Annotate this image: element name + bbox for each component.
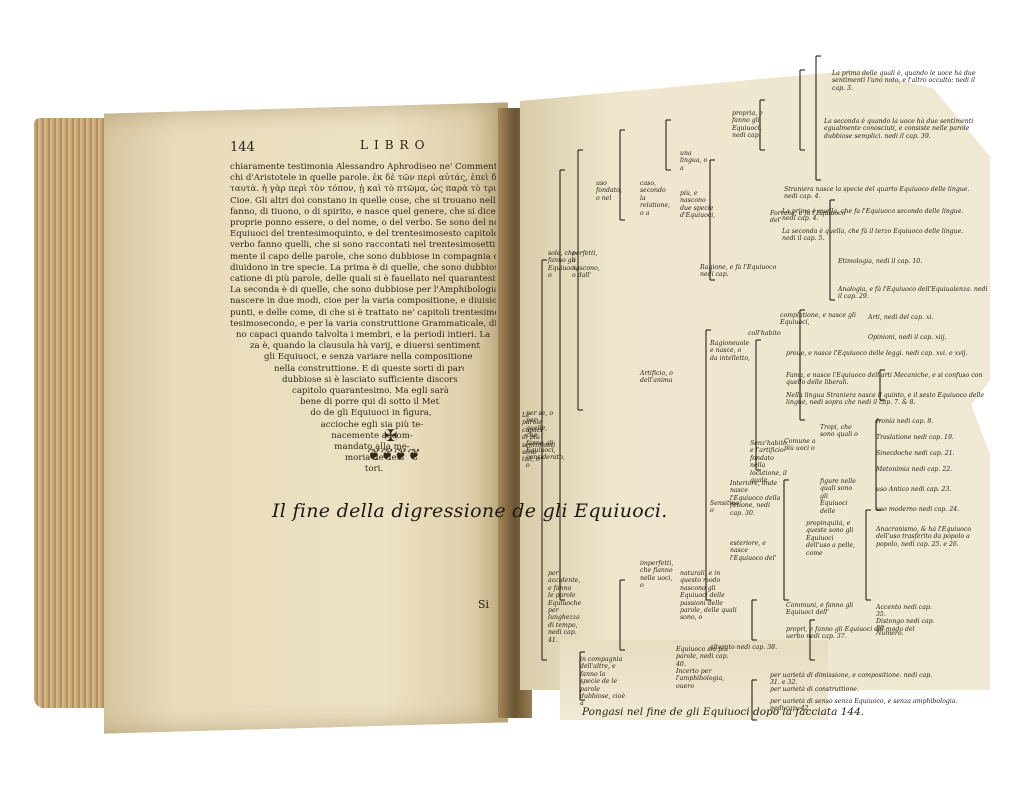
tree-leaf-label: Straniera nasce la specie del quarto Equ… — [784, 186, 970, 201]
tree-branch-label: Senz'habito, e l'artificio fondato nella… — [750, 440, 789, 485]
tree-leaf-label: Arti, nedi del cap. xi. — [868, 314, 934, 321]
foldout-footer: Pongasi nel fine de gli Equiuoci dopo la… — [582, 706, 865, 718]
text-line: Cioe. Gli altri doi constano in quelle c… — [230, 195, 496, 206]
text-line: dubbiose si è lasciato sufficiente disco… — [282, 374, 458, 385]
tree-leaf-label: per uarietà di senso senza Equiuoco, e s… — [770, 698, 958, 713]
text-line: gli Equiuoci, e senza variare nella comp… — [264, 352, 472, 363]
tree-branch-label: per accidente, e fanno le parole Equiuoc… — [548, 570, 582, 644]
tree-leaf-label: Sinecdoche nedi cap. 21. — [876, 450, 955, 457]
tree-branch-label: sole, che fanno gli Equiuoci, o — [548, 250, 578, 280]
text-line: bene di porre qui di sotto il Metho- — [300, 397, 440, 408]
tree-leaf-label: La seconda è quando la uoce hà due senti… — [824, 118, 974, 140]
tree-branch-label: perfetti, o nascono, o dall' — [572, 250, 600, 280]
tree-branch-label: una lingua, o a — [680, 150, 708, 172]
text-line: diuidono in tre specie. La prima è di qu… — [230, 262, 496, 273]
page-number: 144 — [230, 140, 255, 155]
tree-leaf-label: Comune a più uoci o — [784, 438, 816, 453]
tree-branch-label: esteriore, e nasce l'Equiuoco del' — [730, 540, 777, 562]
text-line: mandato alla me- — [334, 442, 410, 453]
tree-leaf-label: Ironia nedi cap. 8. — [876, 418, 934, 425]
tree-leaf-label: uso Antico nedi cap. 23. — [876, 486, 952, 493]
text-line: proprie ponno essere, o del nome, o del … — [230, 218, 496, 229]
tree-leaf-label: Numero. — [876, 630, 904, 637]
tree-branch-label: Ragioneuole e nasce, o da intelletto, — [710, 340, 751, 362]
tree-leaf-label: Traslatione nedi cap. 19. — [876, 434, 954, 441]
tree-leaf-label: Communi, e fanno gli Equiuoci dell' — [786, 602, 854, 617]
tree-leaf-label: Opinioni, nedi il cap. xiij. — [868, 334, 947, 341]
text-line: chi d'Aristotele in quelle parole. ἐκ δὲ… — [230, 173, 496, 184]
text-line: za è, quando la clausula hà varij, e diu… — [250, 341, 480, 352]
running-head: LIBRO — [360, 138, 431, 152]
tree-leaf-label: per uarietà di dimissione, e composition… — [770, 672, 933, 687]
cross-ornament-icon: ✠ — [384, 426, 398, 445]
tree-branch-label: naturali, e in questo modo nascono gli E… — [680, 570, 737, 622]
foldout-lower-flap — [560, 640, 828, 720]
tree-branch-label: in compagnia dell'altre, e fanno la spec… — [580, 656, 626, 708]
tree-branch-label: Equiuoco sia più parole, nedi cap. 40. — [676, 646, 729, 668]
text-line: chiaramente testimonia Alessandro Aphrod… — [230, 162, 496, 172]
tree-leaf-label: per uarietà di construttione. — [770, 686, 859, 693]
tree-branch-label: Interiore, onde nasce l'Equiuoco della f… — [730, 480, 781, 517]
tree-branch-label: coll'habito — [748, 330, 781, 337]
tree-leaf-label: figure nelle quali sono gli Equiuoci del… — [820, 478, 856, 515]
finis-heading: Il fine della digressione de gli Equiuoc… — [272, 500, 668, 522]
tree-branch-label: Incerto per l'amphibologia, ouero — [676, 668, 725, 690]
catchword: Si — [478, 598, 490, 611]
tree-leaf-label: La seconda è quella, che fà il terzo Equ… — [782, 228, 964, 243]
text-line: capitolo quarantesimo. Ma egli sarà — [292, 386, 448, 397]
tree-leaf-label: Anacronismo, & hà l'Equiuoco dell'uso tr… — [876, 526, 972, 548]
tree-leaf-label: propinquità, e queste sono gli Equiuoci … — [806, 520, 855, 557]
foldout-sheet — [520, 70, 990, 690]
text-line: tesimosecondo, e per la varia construtti… — [230, 318, 496, 329]
text-line: moria de' let- — [345, 453, 403, 464]
text-line: verbo fanno quelli, che si sono racconta… — [230, 240, 496, 251]
text-line: mente il capo delle parole, che sono dub… — [230, 251, 496, 262]
tree-leaf-label: Nella lingua Straniera nasce il quinto, … — [786, 392, 985, 407]
text-line: accioche egli sia più te- — [320, 419, 424, 430]
tree-leaf-label: Etimologia, nedi il cap. 10. — [838, 258, 923, 265]
text-line: do de gli Equiuoci in figura, — [310, 408, 432, 419]
text-line: nella construttione. E di queste sorti d… — [274, 363, 464, 374]
tree-branch-label: caso, secondo la relatione, o a — [640, 180, 671, 217]
text-line: catione di più parole, delle quali si è … — [230, 274, 496, 285]
tree-branch-label: per se, o per quelle, che fanno gli Equi… — [526, 410, 565, 469]
text-line: tori. — [364, 464, 384, 475]
tree-leaf-label: La prima delle quali è, quando le uoce h… — [832, 70, 976, 92]
tree-branch-label: propria, e fanno gli Equiuoci, nedi cap. — [732, 110, 763, 140]
tree-leaf-label: Analogia, e fà l'Equiuoco dell'Equiualen… — [838, 286, 988, 301]
tree-leaf-label: La prima è quella, che fa l'Equiuoco sec… — [782, 208, 964, 223]
tree-branch-label: Sensitiua, o — [710, 500, 742, 515]
text-line: ταυτὰ. ἡ γὰρ περὶ τὸν τόπον, ᾗ καὶ τὸ πτ… — [230, 184, 496, 195]
text-line: nacemente accom- — [331, 430, 413, 441]
tree-leaf-label: complatione, e nasce gli Equiuoci, — [780, 312, 856, 327]
body-text: chiaramente testimonia Alessandro Aphrod… — [230, 162, 496, 476]
tree-branch-label: Fortuna, e fa l'Equiuoco del' — [770, 210, 846, 225]
tree-leaf-label: proue, e nasce l'Equiuoco delle leggi. n… — [786, 350, 968, 357]
tree-branch-label: imperfetti, che fianno nelle uoci, o — [640, 560, 674, 590]
text-line: Equiuoci del trentesimoquinto, e del tre… — [230, 229, 496, 240]
equivocation-tree-diagram — [541, 55, 885, 721]
tree-leaf-label: propri, e fanno gli Equiuoci del modo de… — [786, 626, 915, 641]
tree-branch-label: Artificio, o dell'anima — [640, 370, 673, 385]
tree-branch-label: più, e nascono due specie d'Equiuoci, — [680, 190, 716, 220]
tree-leaf-label: alterato nedi cap. 38. — [710, 644, 778, 651]
tree-branch-label: uso fondato, o nel — [596, 180, 622, 202]
tree-branch-label: Ragione, e fà l'Equiuoco nedi cap. — [700, 264, 777, 279]
tree-leaf-label: Metonimia nedi cap. 22. — [876, 466, 953, 473]
printer-ornament-icon: ❦❦❦❦ — [367, 445, 421, 464]
tree-root-label: Le parole capaci di più sentimenti sono … — [522, 412, 556, 464]
tree-leaf-label: Distongo nedi cap. 36. — [876, 618, 935, 633]
text-line: nascere in due modi, cioe per la varia c… — [230, 296, 496, 307]
tree-leaf-label: uso moderno nedi cap. 24. — [876, 506, 960, 513]
tree-leaf-label: Tropi, che sono quali o — [820, 424, 858, 439]
tree-leaf-label: Accento nedi cap. 35. — [876, 604, 932, 619]
text-line: punti, e delle come, di che si è trattat… — [230, 307, 496, 318]
text-line: fanno, di tiuono, o di spirito, e nasce … — [230, 206, 496, 217]
text-line: no capaci quando talvolta i membri, e la… — [236, 330, 492, 341]
tree-leaf-label: Fama, e nasce l'Equiuoco dell'arti Mecan… — [786, 372, 983, 387]
text-line: La seconda è di quelle, che sono dubbios… — [230, 285, 496, 296]
